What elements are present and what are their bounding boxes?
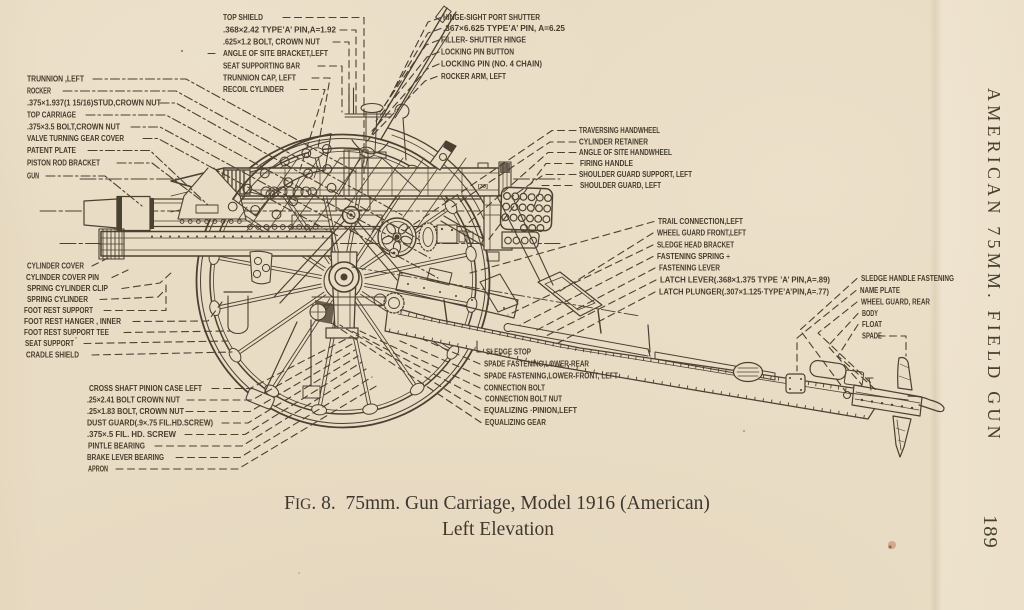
- svg-text:FLOAT: FLOAT: [862, 320, 882, 329]
- svg-text:LOCKING PIN BUTTON: LOCKING PIN BUTTON: [441, 48, 514, 57]
- svg-text:SHOULDER GUARD, LEFT: SHOULDER GUARD, LEFT: [580, 181, 661, 190]
- svg-text:TOP CARRIAGE: TOP CARRIAGE: [27, 111, 76, 120]
- svg-text:CONNECTION BOLT NUT: CONNECTION BOLT NUT: [485, 395, 562, 404]
- svg-text:ANGLE OF SITE BRACKET,LEFT: ANGLE OF SITE BRACKET,LEFT: [223, 49, 328, 58]
- svg-text:FILLER- SHUTTER HINGE: FILLER- SHUTTER HINGE: [441, 36, 526, 45]
- svg-text:FASTENING SPRING ÷: FASTENING SPRING ÷: [657, 252, 731, 261]
- svg-text:SLEDGE HEAD BRACKET: SLEDGE HEAD BRACKET: [657, 241, 734, 250]
- svg-text:BODY: BODY: [862, 309, 879, 318]
- svg-text:TRUNNION CAP, LEFT: TRUNNION CAP, LEFT: [223, 74, 296, 83]
- svg-text:TRAIL CONNECTION,LEFT: TRAIL CONNECTION,LEFT: [658, 217, 743, 226]
- svg-text:WHEEL GUARD, REAR: WHEEL GUARD, REAR: [861, 298, 930, 307]
- svg-text:LATCH LEVER(.368×1.375 TYPE ’A: LATCH LEVER(.368×1.375 TYPE ’A’ PIN,A=.8…: [660, 276, 830, 285]
- svg-text:SPADE: SPADE: [862, 332, 882, 341]
- svg-text:FIG. 8. 75mm. Gun Carriage, Mo: FIG. 8. 75mm. Gun Carriage, Model 1916 (…: [284, 493, 710, 514]
- svg-text:LOCKING PIN (NO. 4 CHAIN): LOCKING PIN (NO. 4 CHAIN): [441, 60, 542, 69]
- svg-text:PINTLE BEARING: PINTLE BEARING: [88, 442, 145, 451]
- svg-text:PISTON ROD BRACKET: PISTON ROD BRACKET: [27, 159, 100, 168]
- svg-text:SHOULDER GUARD SUPPORT, LEFT: SHOULDER GUARD SUPPORT, LEFT: [579, 170, 692, 179]
- svg-text:LATCH PLUNGER(.307×1.125·TYPE’: LATCH PLUNGER(.307×1.125·TYPE’A’PIN,A=.7…: [659, 288, 829, 297]
- svg-text:CONNECTION BOLT: CONNECTION BOLT: [484, 384, 545, 393]
- svg-text:.375×3.5 BOLT,CROWN NUT: .375×3.5 BOLT,CROWN NUT: [27, 123, 120, 132]
- svg-text:189: 189: [979, 515, 1001, 549]
- svg-text:SLEDGE STOP: SLEDGE STOP: [486, 348, 531, 357]
- svg-text:BRAKE LEVER BEARING: BRAKE LEVER BEARING: [87, 453, 164, 462]
- svg-text:.25×1.83 BOLT, CROWN NUT: .25×1.83 BOLT, CROWN NUT: [87, 407, 184, 416]
- svg-text:APRON: APRON: [88, 465, 108, 474]
- svg-text:SPRING CYLINDER: SPRING CYLINDER: [27, 295, 88, 304]
- svg-text:CYLINDER RETAINER: CYLINDER RETAINER: [579, 138, 648, 147]
- svg-text:SLEDGE HANDLE FASTENING: SLEDGE HANDLE FASTENING: [861, 274, 954, 283]
- svg-text:ANGLE OF SITE HANDWHEEL: ANGLE OF SITE HANDWHEEL: [579, 148, 672, 157]
- svg-text:SEAT SUPPORTING BAR: SEAT SUPPORTING BAR: [223, 62, 300, 71]
- svg-text:.375×.5 FIL. HD. SCREW: .375×.5 FIL. HD. SCREW: [87, 430, 177, 439]
- svg-text:FOOT REST HANGER , INNER: FOOT REST HANGER , INNER: [24, 317, 121, 326]
- svg-text:TRAVERSING HANDWHEEL: TRAVERSING HANDWHEEL: [579, 126, 660, 135]
- svg-text:ROCKER: ROCKER: [27, 87, 51, 96]
- svg-text:SEAT SUPPORT: SEAT SUPPORT: [25, 339, 74, 348]
- svg-text:CYLINDER COVER PIN: CYLINDER COVER PIN: [26, 273, 99, 282]
- svg-text:NAME PLATE: NAME PLATE: [860, 286, 900, 295]
- svg-text:ROCKER ARM, LEFT: ROCKER ARM, LEFT: [441, 72, 506, 81]
- svg-text:DUST GUARD(.9×.75 FIL.HD.SCREW: DUST GUARD(.9×.75 FIL.HD.SCREW): [87, 419, 213, 428]
- svg-text:FOOT REST SUPPORT TEE: FOOT REST SUPPORT TEE: [24, 328, 109, 337]
- svg-text:SPADE FASTENING,LOWER-FRONT, L: SPADE FASTENING,LOWER-FRONT, LEFT: [484, 372, 618, 381]
- svg-text:HINGE-SIGHT PORT SHUTTER: HINGE-SIGHT PORT SHUTTER: [443, 13, 540, 22]
- svg-text:PATENT PLATE: PATENT PLATE: [27, 146, 76, 155]
- svg-text:CRADLE SHIELD: CRADLE SHIELD: [26, 351, 79, 360]
- svg-text:SPADE FASTENING,LOWER-REAR: SPADE FASTENING,LOWER-REAR: [484, 360, 589, 369]
- svg-text:.375×1.937(1 15/16)STUD,CROWN: .375×1.937(1 15/16)STUD,CROWN NUT: [27, 99, 161, 108]
- svg-text:RECOIL CYLINDER: RECOIL CYLINDER: [223, 85, 284, 94]
- svg-text:FIRING HANDLE: FIRING HANDLE: [580, 159, 633, 168]
- svg-text:TRUNNION ,LEFT: TRUNNION ,LEFT: [27, 75, 84, 84]
- svg-text:.625×1.2 BOLT, CROWN NUT: .625×1.2 BOLT, CROWN NUT: [223, 38, 320, 47]
- svg-text:VALVE TURNING GEAR COVER: VALVE TURNING GEAR COVER: [27, 134, 124, 143]
- svg-text:SPRING CYLINDER CLIP: SPRING CYLINDER CLIP: [27, 284, 108, 293]
- svg-text:AMERICAN 75MM. FIELD GUN: AMERICAN 75MM. FIELD GUN: [984, 88, 1004, 443]
- svg-text:FOOT REST SUPPORT: FOOT REST SUPPORT: [24, 306, 93, 315]
- svg-text:.25×2.41 BOLT CROWN NUT: .25×2.41 BOLT CROWN NUT: [87, 396, 180, 405]
- svg-text:EQUALIZING ·PINION,LEFT: EQUALIZING ·PINION,LEFT: [484, 406, 577, 415]
- svg-text:TOP SHIELD: TOP SHIELD: [223, 13, 263, 22]
- svg-text:.368×2.42 TYPE’A’ PIN,A=1.92: .368×2.42 TYPE’A’ PIN,A=1.92: [223, 26, 337, 35]
- svg-text:CROSS SHAFT PINION CASE LEFT: CROSS SHAFT PINION CASE LEFT: [89, 384, 202, 393]
- svg-text:WHEEL GUARD FRONT,LEFT: WHEEL GUARD FRONT,LEFT: [657, 229, 746, 238]
- svg-text:CYLINDER COVER: CYLINDER COVER: [27, 262, 84, 271]
- svg-text:EQUALIZING GEAR: EQUALIZING GEAR: [485, 418, 546, 427]
- svg-text:FASTENING LEVER: FASTENING LEVER: [659, 264, 720, 273]
- svg-text:.367×6.625 TYPE’A’ PIN, A=6.25: .367×6.625 TYPE’A’ PIN, A=6.25: [443, 24, 566, 33]
- svg-text:GUN: GUN: [27, 172, 39, 181]
- svg-text:Left Elevation: Left Elevation: [442, 519, 554, 540]
